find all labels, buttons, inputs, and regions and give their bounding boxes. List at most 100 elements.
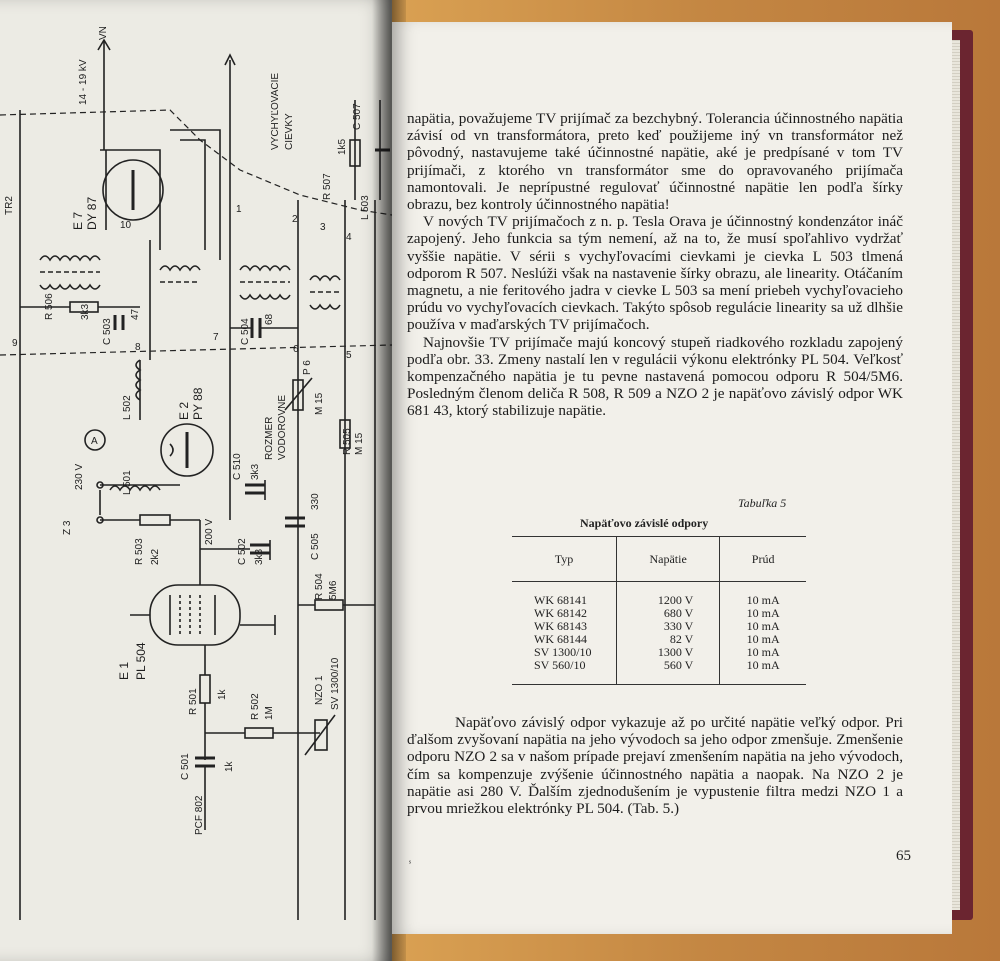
- r504-label: R 504: [314, 573, 325, 600]
- left-page: 14 - 19 kV VN TR2 VYCHYĽOVACIE CIEVKY E …: [0, 0, 392, 961]
- r505-label: R 505: [342, 428, 353, 455]
- r501-label: R 501: [188, 688, 199, 715]
- deflection-label: VYCHYĽOVACIE: [270, 73, 281, 150]
- r503-label: R 503: [134, 538, 145, 565]
- v200-label: 200 V: [204, 519, 215, 545]
- r503-value: 2k2: [150, 548, 161, 565]
- page-number: 65: [896, 848, 911, 864]
- table-row: WK 68142 680 V 10 mA: [512, 607, 806, 620]
- py88-label: PY 88: [191, 387, 205, 420]
- dy87-label: DY 87: [85, 197, 99, 230]
- coils-label: CIEVKY: [284, 113, 295, 150]
- cell-voltage: 680 V: [615, 607, 720, 620]
- p6-label: P 6: [302, 360, 313, 375]
- c503-value: 47: [130, 308, 141, 320]
- cell-type: SV 560/10: [512, 659, 617, 685]
- e1-label: E 1: [117, 662, 131, 680]
- sv-label: SV 1300/10: [330, 657, 341, 710]
- table-caption: Tabuľka 5: [738, 496, 787, 510]
- body-text: napätia, považujeme TV prijímač za bezch…: [407, 110, 903, 420]
- e2-label: E 2: [177, 402, 191, 420]
- cell-type: WK 68142: [534, 606, 587, 620]
- node-1: 1: [236, 204, 242, 215]
- right-page: [392, 22, 952, 934]
- l503-label: L 503: [360, 195, 371, 220]
- table-row: WK 68141 1200 V 10 mA: [512, 581, 806, 607]
- cell-voltage: 1300 V: [615, 646, 720, 659]
- cell-voltage: 560 V: [615, 659, 720, 685]
- header-type: Typ: [512, 536, 617, 582]
- r501-value: 1k: [217, 688, 228, 700]
- node-6: 6: [293, 344, 299, 355]
- r505-value: M 15: [354, 432, 365, 455]
- c505-label: C 505: [310, 533, 321, 560]
- hv-label: 14 - 19 kV: [78, 59, 89, 105]
- cell-current: 10 mA: [719, 633, 806, 646]
- paragraph-2: V nových TV prijímačoch z n. p. Tesla Or…: [407, 213, 903, 334]
- c501-value: 1k: [224, 760, 235, 772]
- paragraph-3: Najnovšie TV prijímače majú koncový stup…: [407, 333, 903, 420]
- paragraph-1: napätia, považujeme TV prijímač za bezch…: [407, 110, 903, 214]
- p6-value: M 15: [314, 392, 325, 415]
- r507-value: 1k5: [337, 138, 348, 155]
- l502-label: L 502: [122, 395, 133, 420]
- cell-type: WK 68143: [534, 619, 587, 633]
- r507-label: R 507: [322, 173, 333, 200]
- table-row: WK 68143 330 V 10 mA: [512, 620, 806, 633]
- closing-paragraph: Napäťovo závislý odpor vykazuje až po ur…: [407, 714, 903, 818]
- cell-current: 10 mA: [719, 581, 806, 607]
- cell-type: WK 68141: [534, 593, 587, 607]
- r506-label: R 506: [44, 293, 55, 320]
- cell-type: WK 68144: [534, 632, 587, 646]
- node-7: 7: [213, 332, 219, 343]
- cell-current: 10 mA: [719, 620, 806, 633]
- l501-label: L 501: [122, 470, 133, 495]
- cell-current: 10 mA: [719, 607, 806, 620]
- stray-mark: ˢ: [409, 858, 412, 869]
- c502-value: 3k3: [254, 548, 265, 565]
- nzo1-label: NZO 1: [314, 675, 325, 705]
- cell-current: 10 mA: [719, 646, 806, 659]
- varistor-table: Typ Napätie Prúd WK 68141 1200 V 10 mA W…: [512, 536, 806, 685]
- ammeter-label: A: [91, 436, 98, 447]
- cell-current: 10 mA: [719, 659, 806, 685]
- width-label-1: ROZMER: [264, 417, 275, 460]
- z3-label: Z 3: [62, 520, 73, 535]
- r506-value: 3k3: [80, 303, 91, 320]
- r502-label: R 502: [250, 693, 261, 720]
- tr2-label: TR2: [4, 196, 15, 215]
- e7-label: E 7: [71, 212, 85, 230]
- node-8: 8: [135, 342, 141, 353]
- closing-text: Napäťovo závislý odpor vykazuje až po ur…: [407, 714, 903, 817]
- node-3: 3: [320, 222, 326, 233]
- pl504-label: PL 504: [134, 642, 148, 680]
- c503-label: C 503: [102, 318, 113, 345]
- width-label-2: VODOROVNE: [277, 395, 288, 460]
- node-9: 9: [12, 338, 18, 349]
- c507-label: C 507: [352, 103, 363, 130]
- header-voltage: Napätie: [615, 536, 720, 582]
- circuit-schematic: 14 - 19 kV VN TR2 VYCHYĽOVACIE CIEVKY E …: [0, 26, 392, 920]
- r502-value: 1M: [264, 706, 275, 720]
- c502-label: C 502: [237, 538, 248, 565]
- table-row: WK 68144 82 V 10 mA: [512, 633, 806, 646]
- c501-label: C 501: [180, 753, 191, 780]
- c504-value: 68: [264, 313, 275, 325]
- c505-value: 330: [310, 493, 321, 510]
- v230-label: 230 V: [74, 464, 85, 490]
- node-4: 4: [346, 232, 352, 243]
- table-row: SV 1300/10 1300 V 10 mA: [512, 646, 806, 659]
- c510-label: C 510: [232, 453, 243, 480]
- c504-label: C 504: [240, 318, 251, 345]
- r504-value: 5M6: [328, 580, 339, 600]
- node-10: 10: [120, 220, 132, 231]
- node-2: 2: [292, 214, 298, 225]
- table-row: SV 560/10 560 V 10 mA: [512, 659, 806, 685]
- c510-value: 3k3: [250, 463, 261, 480]
- cell-type: SV 1300/10: [534, 645, 592, 659]
- cell-voltage: 1200 V: [615, 581, 720, 607]
- table-header-row: Typ Napätie Prúd: [512, 536, 806, 582]
- vn-label: VN: [98, 26, 109, 40]
- header-current: Prúd: [719, 536, 806, 582]
- table-title: Napäťovo závislé odpory: [580, 516, 709, 530]
